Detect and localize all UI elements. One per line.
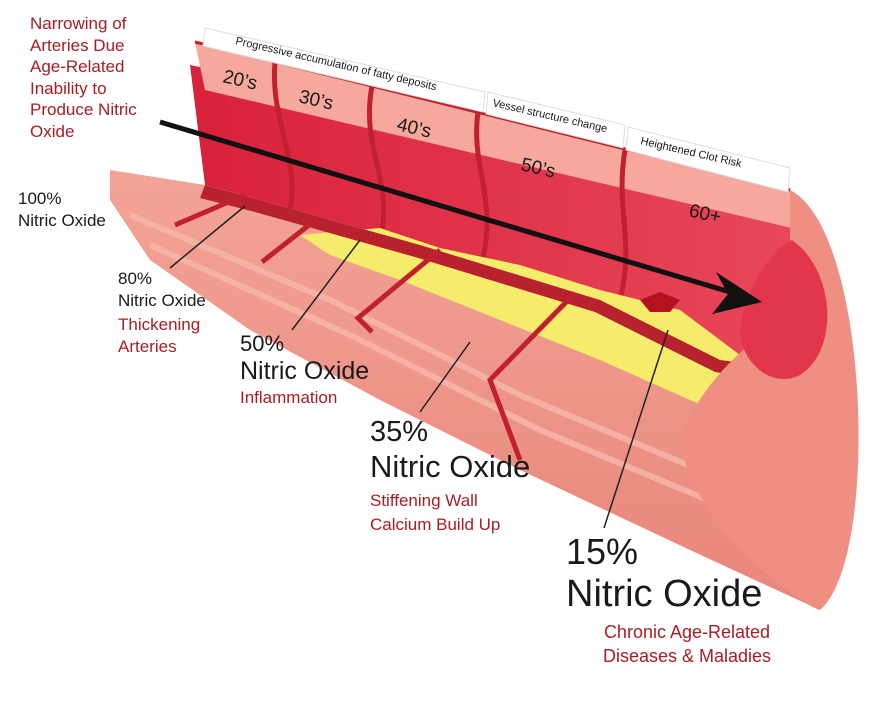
stage-percent: 15% — [566, 531, 639, 572]
stage-80-label: 80% Nitric Oxide Thickening Arteries — [118, 268, 206, 358]
banner-clot-slip — [625, 126, 791, 193]
artery-end-lumen — [740, 240, 828, 379]
stage-percent: 80% — [118, 269, 153, 288]
banner-vessel-slip — [485, 91, 626, 149]
stage-15-label: 15% Nitric Oxide Chronic Age-Related Dis… — [566, 532, 808, 668]
stage-effect: Chronic Age-Related — [603, 622, 771, 642]
clot — [640, 292, 680, 312]
title-line: Oxide — [30, 121, 75, 141]
stage-nitric-oxide: Nitric Oxide — [240, 357, 370, 385]
title-line: Inability to — [30, 78, 107, 98]
stage-percent: 100% — [18, 189, 62, 208]
stage-100-label: 100% Nitric Oxide — [18, 188, 106, 232]
upper-wall-band — [195, 42, 800, 230]
diagram-title: Narrowing of Arteries Due Age-Related In… — [30, 13, 137, 142]
plaque-deposit — [300, 228, 810, 430]
stage-effect: Diseases & Maladies — [602, 646, 772, 666]
segment-cuts — [174, 192, 577, 461]
stage-35-label: 35% Nitric Oxide Stiffening Wall Calcium… — [370, 416, 530, 537]
stage-effect: Arteries — [118, 337, 177, 356]
stage-effect: Thickening — [118, 315, 201, 334]
title-line: Produce Nitric — [30, 100, 137, 119]
stage-nitric-oxide: Nitric Oxide — [566, 573, 763, 615]
lower-wall — [110, 170, 850, 610]
banner-accumulation-slip — [202, 27, 486, 113]
stage-nitric-oxide: Nitric Oxide — [18, 211, 106, 230]
stage-nitric-oxide: Nitric Oxide — [118, 291, 206, 310]
title-line: Narrowing of — [30, 14, 127, 33]
progression-arrow — [159, 119, 731, 295]
stage-effect: Inflammation — [240, 388, 338, 407]
title-line: Age-Related — [30, 57, 125, 76]
artery-lumen — [190, 65, 800, 370]
stage-effect: Stiffening Wall — [370, 491, 478, 510]
inner-lining — [200, 185, 800, 385]
title-line: Arteries Due — [30, 35, 125, 55]
stage-nitric-oxide: Nitric Oxide — [370, 449, 531, 484]
stage-percent: 35% — [370, 416, 429, 448]
decade-dividers — [271, 61, 629, 301]
pointer-lines — [169, 205, 669, 529]
arrow-head — [712, 272, 762, 314]
stage-50-label: 50% Nitric Oxide Inflammation — [240, 331, 369, 411]
stage-percent: 50% — [240, 331, 285, 356]
stage-effect: Calcium Build Up — [370, 515, 501, 534]
